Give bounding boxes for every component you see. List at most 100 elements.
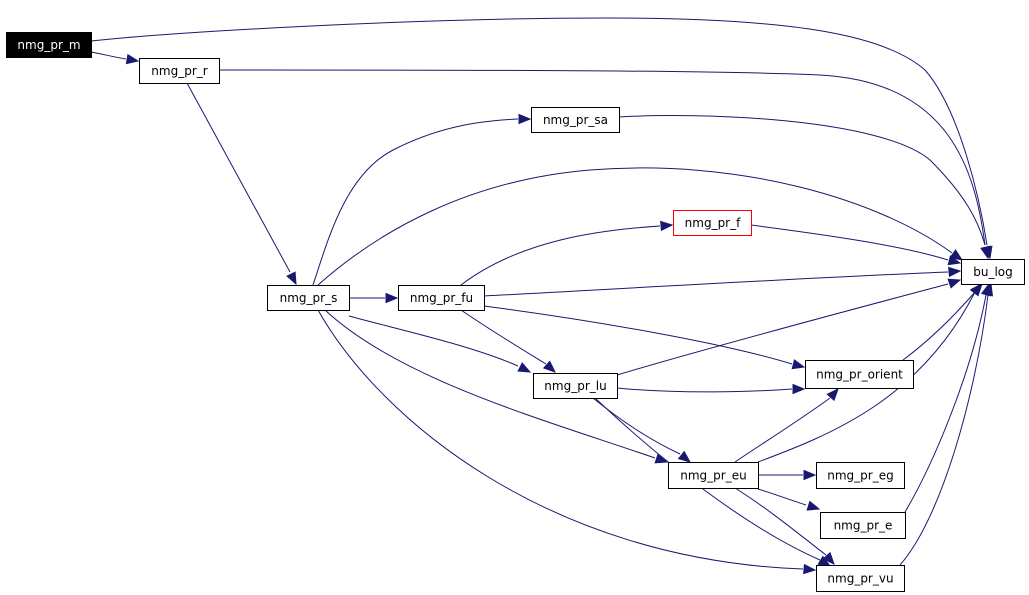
arrowhead [660,220,674,232]
arrowhead [518,113,532,125]
node-box[interactable] [6,32,92,58]
arrowhead [947,278,962,289]
node-label: nmg_pr_eg [827,469,893,483]
edge-line [186,82,291,273]
node-box[interactable] [267,285,350,311]
node-box[interactable] [398,285,485,311]
arrowhead [791,359,806,370]
edge-vu-bu [899,282,994,566]
node-label: nmg_pr_vu [827,572,893,586]
edge-line [734,397,831,463]
edge-line [317,309,804,570]
edge-m-r [90,51,140,65]
node-box[interactable] [673,210,752,236]
edge-e-bu [904,282,992,513]
node-bu[interactable]: bu_log [961,259,1025,285]
node-lu[interactable]: nmg_pr_lu [533,373,618,399]
arrowhead [654,453,669,464]
arrowhead [826,388,839,402]
node-eg[interactable]: nmg_pr_eg [816,462,905,489]
node-label: nmg_pr_r [151,64,207,78]
edge-line [904,294,987,513]
arrowhead [517,362,532,373]
edge-line [734,487,827,556]
arrowhead [806,500,821,511]
node-box[interactable] [820,512,906,539]
node-orient[interactable]: nmg_pr_orient [805,360,914,389]
node-label: bu_log [973,265,1013,279]
edge-m-bu [90,17,993,260]
arrowhead [803,563,817,575]
edge-r-s [186,82,297,286]
node-e[interactable]: nmg_pr_e [820,512,906,539]
edge-lu-bu [616,278,962,376]
edge-line [460,225,661,286]
edge-line [90,51,127,60]
edge-sa-bu [618,115,991,260]
edge-line [348,315,519,367]
node-m[interactable]: nmg_pr_m [6,32,92,58]
node-box[interactable] [816,565,905,592]
edge-line [592,397,681,455]
node-sa[interactable]: nmg_pr_sa [531,107,620,133]
arrowhead [947,255,962,266]
edge-eu-bu [757,282,982,463]
node-r[interactable]: nmg_pr_r [139,58,220,84]
arrowhead [948,266,962,278]
node-box[interactable] [139,58,220,84]
arrowhead [542,360,556,373]
edge-line [483,271,949,297]
edge-fu-bu [483,266,962,297]
node-f[interactable]: nmg_pr_f [673,210,752,236]
edge-line [902,291,976,361]
edge-line [616,283,949,376]
edge-line [616,387,793,393]
node-box[interactable] [531,107,620,133]
arrowhead [969,282,982,297]
arrowhead [677,450,692,463]
nodes-layer: nmg_pr_m nmg_pr_r nmg_pr_sa nmg_pr_f bu_logn… [6,32,1025,592]
edge-eu-vu [734,487,835,565]
edge-line [218,69,986,246]
node-label: nmg_pr_e [834,519,893,533]
edge-line [317,167,953,286]
node-box[interactable] [668,462,759,489]
edge-r-bu [218,69,991,260]
node-label: nmg_pr_lu [544,379,606,393]
node-eu[interactable]: nmg_pr_eu [668,462,759,489]
edge-fu-orient [483,305,806,370]
edge-line [757,291,976,463]
node-box[interactable] [805,360,914,389]
arrowhead [822,551,835,565]
arrowhead [803,469,817,481]
edge-lu-eu [592,397,692,463]
node-box[interactable] [533,373,618,399]
node-box[interactable] [816,462,905,489]
node-label: nmg_pr_sa [543,113,608,127]
node-label: nmg_pr_eu [680,469,746,483]
node-s[interactable]: nmg_pr_s [267,285,350,311]
node-label: nmg_pr_f [685,216,741,230]
edge-fu-lu [460,309,556,373]
edge-line [757,488,807,506]
edge-s-bu [317,167,964,286]
edge-line [312,118,519,286]
edge-line [618,115,986,246]
node-fu[interactable]: nmg_pr_fu [398,285,485,311]
edge-line [324,309,656,459]
edge-eu-eg [757,469,817,481]
node-label: nmg_pr_s [280,291,338,305]
edge-line [460,309,547,365]
edges-layer [90,17,994,575]
edge-eu-e [757,488,821,511]
node-vu[interactable]: nmg_pr_vu [816,565,905,592]
node-box[interactable] [961,259,1025,285]
edge-f-bu [750,224,962,266]
edge-line [90,17,988,246]
arrowhead [286,271,297,286]
arrowhead [982,282,994,297]
edge-fu-f [460,220,674,286]
arrowhead [125,53,140,65]
edge-orient-bu [902,283,983,361]
